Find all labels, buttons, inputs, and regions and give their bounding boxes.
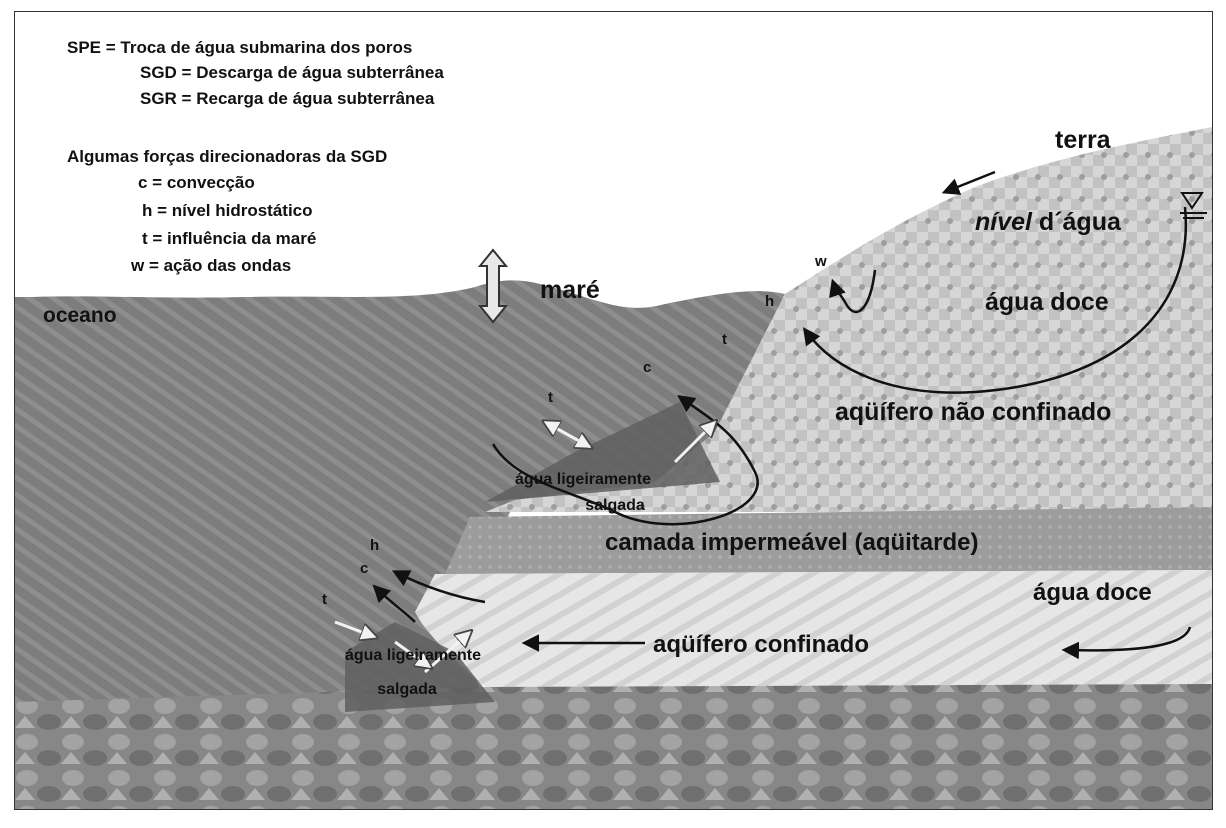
- label-nivel-agua: nível d´água: [975, 208, 1122, 236]
- label-salobra-upper-2: salgada: [585, 497, 645, 514]
- legend-spe: SPE = Troca de água submarina dos poros: [67, 38, 412, 57]
- confined-aquifer-region: [415, 570, 1212, 687]
- legend-force-c: c = convecção: [138, 173, 255, 192]
- bedrock-region: [15, 684, 1212, 809]
- force-letter-t-lower: t: [322, 591, 327, 608]
- label-aquifero-confinado: aqüífero confinado: [653, 631, 869, 658]
- diagram-frame: SPE = Troca de água submarina dos poros …: [14, 11, 1213, 810]
- label-camada: camada impermeável (aqüitarde): [605, 529, 979, 556]
- legend-sgd: SGD = Descarga de água subterrânea: [140, 63, 444, 82]
- label-salobra-lower-2: salgada: [377, 681, 437, 698]
- label-oceano: oceano: [43, 304, 117, 327]
- label-agua-doce-upper: água doce: [985, 288, 1109, 316]
- brackish-zone-upper: [485, 402, 720, 502]
- force-letter-h-lower: h: [370, 537, 379, 554]
- legend-force-w: w = ação das ondas: [130, 256, 291, 275]
- unconfined-aquifer-region: [485, 127, 1212, 512]
- label-salobra-upper-1: água ligeiramente: [515, 471, 651, 488]
- force-letter-t-mid: t: [548, 389, 553, 406]
- aquitard-region: [445, 507, 1212, 574]
- legend-forces-title: Algumas forças direcionadoras da SGD: [67, 147, 387, 166]
- legend-force-t: t = influência da maré: [142, 229, 316, 248]
- force-letter-c-lower: c: [360, 560, 368, 577]
- force-letter-t-upper: t: [722, 331, 727, 348]
- legend-sgr: SGR = Recarga de água subterrânea: [140, 89, 435, 108]
- force-letter-c-upper: c: [643, 359, 651, 376]
- label-aquifero-nao-confinado: aqüífero não confinado: [835, 398, 1111, 426]
- exchange-arrows: [334, 422, 715, 674]
- ocean-region: [15, 280, 785, 702]
- label-salobra-lower-1: água ligeiramente: [345, 647, 481, 664]
- flow-arrows: [372, 170, 1192, 660]
- legend-force-h: h = nível hidrostático: [142, 201, 313, 220]
- force-letter-h-upper: h: [765, 293, 774, 310]
- label-mare: maré: [540, 276, 600, 304]
- label-terra: terra: [1055, 126, 1112, 154]
- tide-arrow-icon: [477, 248, 509, 324]
- label-agua-doce-lower: água doce: [1033, 579, 1152, 606]
- groundwater-diagram: SPE = Troca de água submarina dos poros …: [15, 38, 1212, 809]
- force-letter-w: w: [814, 253, 827, 270]
